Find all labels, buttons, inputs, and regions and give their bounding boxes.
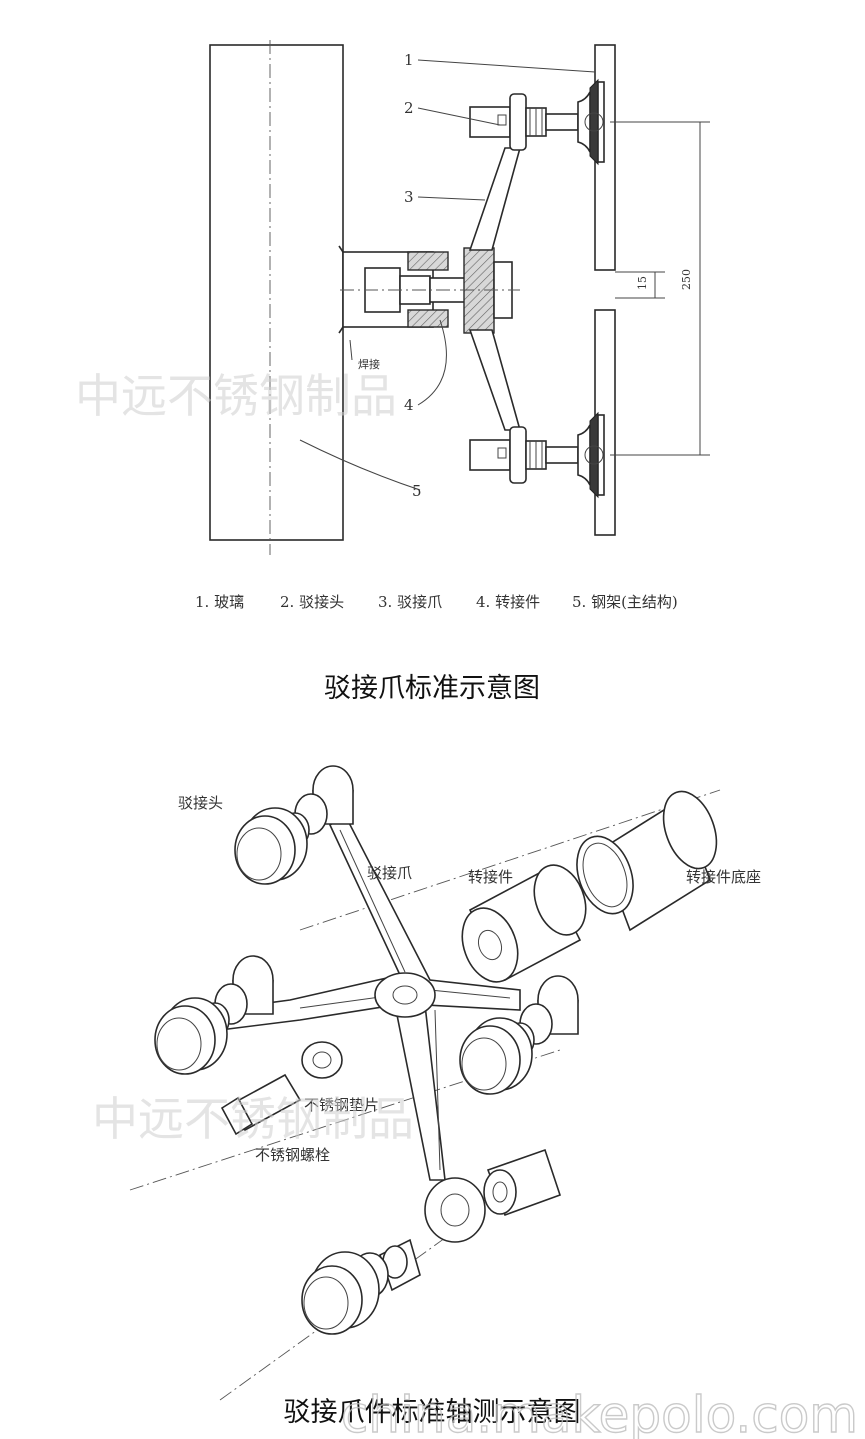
label-connector-head: 驳接头 xyxy=(178,794,223,812)
claw-arm-side xyxy=(468,147,522,431)
parts-legend: 1. 玻璃 2. 驳接头 3. 驳接爪 4. 转接件 5. 钢架(主结构) xyxy=(195,593,678,611)
legend-item-glass: 1. 玻璃 xyxy=(195,593,244,611)
connector-head-bottom xyxy=(301,1238,421,1335)
watermark-top: 中远不锈钢制品 xyxy=(75,369,397,423)
callout-1: 1 xyxy=(404,51,414,69)
washer-part xyxy=(301,1041,343,1079)
callout-3: 3 xyxy=(404,188,414,206)
label-adapter-base: 转接件底座 xyxy=(686,868,761,886)
adapter-base-part xyxy=(576,790,718,932)
connector-head-lower xyxy=(469,412,605,498)
bottom-diagram-title: 驳接爪件标准轴测示意图 xyxy=(284,1397,581,1428)
dimension-250-label: 250 xyxy=(680,269,693,290)
dimension-15-label: 15 xyxy=(636,276,649,290)
label-claw: 驳接爪 xyxy=(367,864,412,882)
legend-item-connector-head: 2. 驳接头 xyxy=(280,593,344,611)
watermark-bottom: 中远不锈钢制品 xyxy=(92,1092,414,1146)
legend-item-steel-frame: 5. 钢架(主结构) xyxy=(572,593,678,611)
label-washer: 不锈钢垫片 xyxy=(304,1096,379,1114)
callout-leaders xyxy=(299,59,596,491)
callout-2: 2 xyxy=(404,99,414,117)
label-bolt: 不锈钢螺栓 xyxy=(255,1146,330,1164)
weld-label: 焊接 xyxy=(358,357,380,371)
sleeve-part xyxy=(483,1148,562,1217)
steel-frame-section xyxy=(209,40,344,555)
connector-head-upper xyxy=(469,79,605,165)
bolt-part xyxy=(220,1073,302,1136)
claw-body xyxy=(214,813,521,1243)
site-watermark: china.makepolo.com xyxy=(341,1386,858,1439)
callout-5: 5 xyxy=(412,482,422,500)
legend-item-claw: 3. 驳接爪 xyxy=(378,593,442,611)
top-elevation-drawing: 250 15 1 2 3 4 5 焊接 中远不锈钢制品 1. 玻璃 2. 驳接头… xyxy=(75,40,710,704)
callout-4: 4 xyxy=(404,396,414,414)
legend-item-adapter: 4. 转接件 xyxy=(476,593,540,611)
label-adapter: 转接件 xyxy=(468,868,513,886)
dimension-lines xyxy=(610,121,710,456)
top-diagram-title: 驳接爪标准示意图 xyxy=(324,673,540,704)
adapter-part xyxy=(461,864,587,983)
isometric-exploded-drawing: 驳接头 驳接爪 转接件 转接件底座 不锈钢垫片 不锈钢螺栓 中远不锈钢制品 驳接… xyxy=(92,765,859,1439)
adapter-assembly xyxy=(338,245,520,334)
